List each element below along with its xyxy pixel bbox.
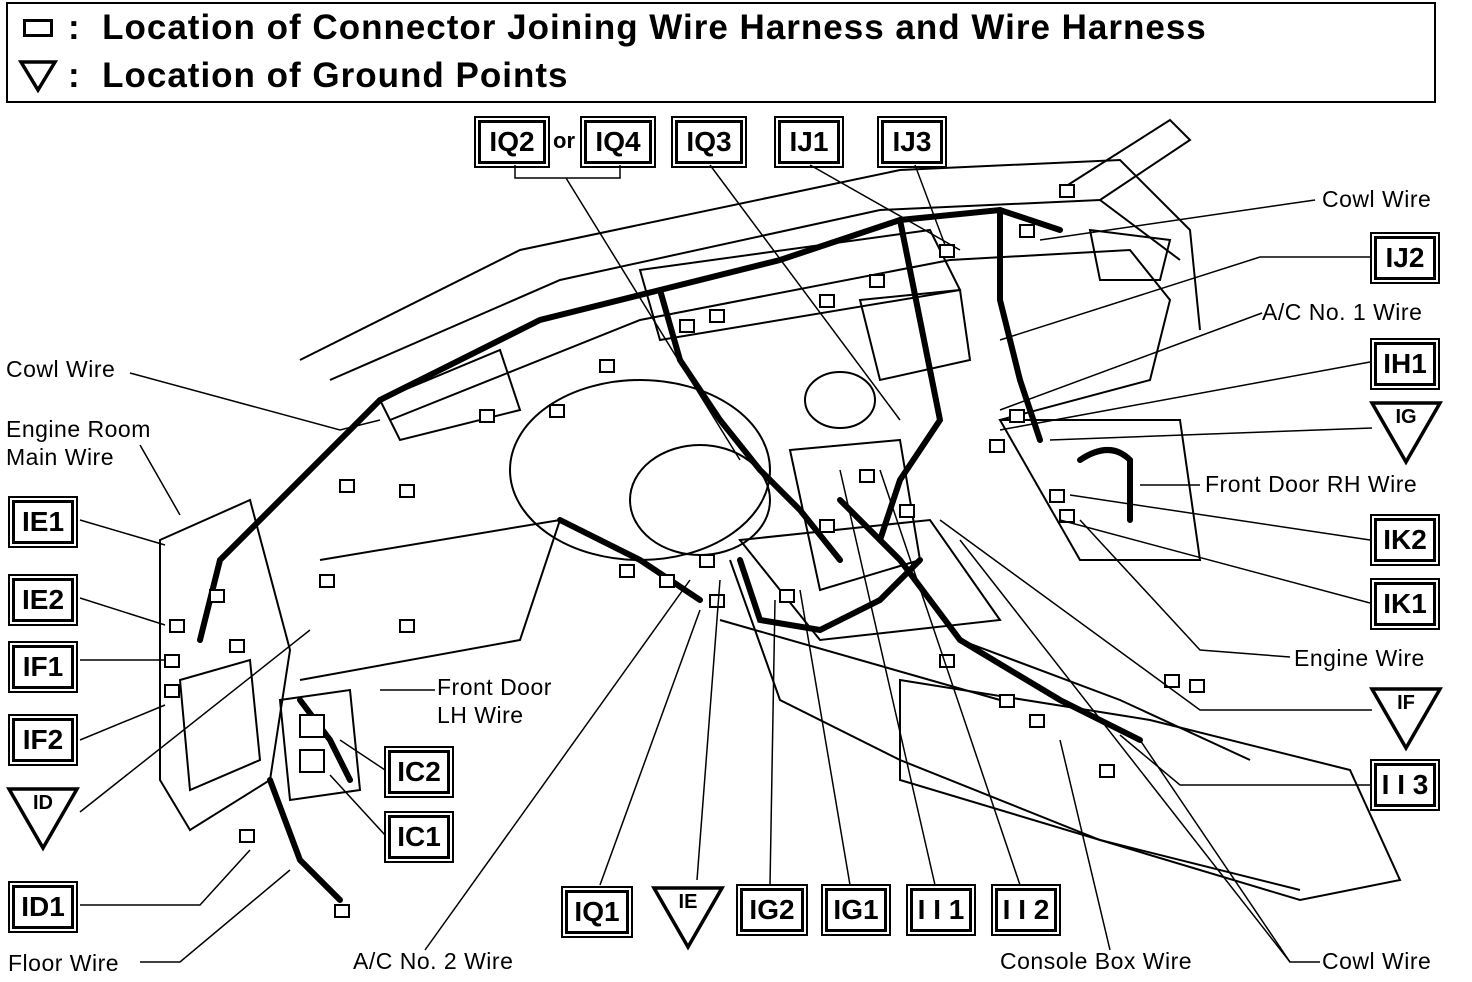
ground-ID[interactable]: ID [6, 786, 80, 852]
connector-IQ3[interactable]: IQ3 [671, 116, 747, 168]
label-front-door-rh-wire: Front Door RH Wire [1205, 471, 1418, 497]
connector-IJ1[interactable]: IJ1 [774, 116, 844, 168]
ground-symbol-icon [8, 51, 68, 101]
label-front-door-lh-1: Front Door [437, 674, 552, 700]
label-engine-room-1: Engine Room [6, 416, 151, 442]
connector-IC2[interactable]: IC2 [384, 746, 454, 798]
connector-IF1[interactable]: IF1 [8, 641, 78, 693]
label-cowl-wire-left: Cowl Wire [6, 356, 116, 382]
ground-IE[interactable]: IE [651, 885, 725, 951]
connector-IG1[interactable]: IG1 [821, 884, 891, 936]
connector-IQ1[interactable]: IQ1 [561, 886, 633, 938]
connector-IJ2[interactable]: IJ2 [1370, 232, 1440, 284]
connector-symbol-icon [8, 4, 68, 51]
connector-IK2[interactable]: IK2 [1370, 514, 1440, 566]
label-cowl-wire-top-right: Cowl Wire [1322, 186, 1432, 212]
dashboard-outline [159, 118, 1402, 902]
label-cowl-wire-bottom-right: Cowl Wire [1322, 948, 1432, 974]
connector-IF2[interactable]: IF2 [8, 714, 78, 766]
wire-harness [197, 206, 1143, 903]
connector-II1[interactable]: I I 1 [906, 884, 976, 936]
legend-ground-row: : Location of Ground Points [6, 51, 1436, 103]
connector-IQ2[interactable]: IQ2 [474, 116, 550, 168]
connector-IE2[interactable]: IE2 [8, 574, 78, 626]
connector-IG2[interactable]: IG2 [736, 884, 808, 936]
legend-separator: : [68, 7, 81, 47]
or-label: or [553, 128, 575, 153]
leader-lines [79, 164, 1373, 963]
connector-blocks [164, 184, 1205, 918]
ground-IF[interactable]: IF [1369, 686, 1443, 752]
connector-IK1[interactable]: IK1 [1370, 578, 1440, 630]
connector-II3[interactable]: I I 3 [1370, 759, 1440, 811]
connector-IH1[interactable]: IH1 [1370, 338, 1440, 390]
connector-ID1[interactable]: ID1 [8, 881, 78, 933]
connector-IE1[interactable]: IE1 [8, 496, 78, 548]
connector-II2[interactable]: I I 2 [991, 884, 1061, 936]
label-ac-no2-wire: A/C No. 2 Wire [353, 948, 514, 974]
label-engine-wire: Engine Wire [1294, 645, 1425, 671]
label-console-box-wire: Console Box Wire [1000, 948, 1193, 974]
connector-IJ3[interactable]: IJ3 [877, 116, 947, 168]
label-floor-wire: Floor Wire [8, 950, 120, 976]
legend-connector-row: : Location of Connector Joining Wire Har… [6, 2, 1436, 53]
legend-ground-text: Location of Ground Points [102, 56, 569, 95]
legend-connector-text: Location of Connector Joining Wire Harne… [102, 7, 1207, 47]
legend-separator: : [68, 56, 81, 95]
label-engine-room-2: Main Wire [6, 444, 115, 470]
label-ac-no1-wire: A/C No. 1 Wire [1262, 299, 1423, 325]
ground-IG[interactable]: IG [1369, 400, 1443, 466]
connector-IC1[interactable]: IC1 [384, 811, 454, 863]
connector-IQ4[interactable]: IQ4 [580, 116, 656, 168]
label-front-door-lh-2: LH Wire [437, 702, 524, 728]
